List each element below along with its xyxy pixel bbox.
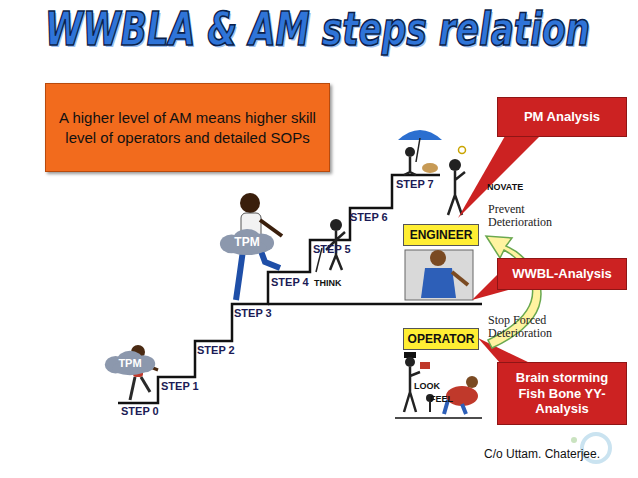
text-label: STEP 7: [396, 178, 446, 190]
text-label: Stop Forced Deterioration: [488, 314, 560, 340]
umbrella-handle: [416, 138, 420, 162]
leg: [130, 377, 135, 400]
operator-figures: [404, 352, 478, 414]
dog: [422, 163, 438, 173]
text-label: FEEL: [430, 395, 470, 405]
engineer-figure: [405, 250, 473, 300]
logo-dot: [571, 437, 577, 443]
callout-box: Brain storming Fish Bone YY-Analysis: [497, 362, 627, 425]
cloud-puff: [117, 351, 142, 368]
node-text: Brain storming Fish Bone YY-Analysis: [504, 370, 620, 417]
head: [240, 193, 260, 213]
machine: [405, 250, 473, 300]
body: [421, 268, 456, 298]
tpm-cloud: TPM: [103, 350, 157, 376]
text-label: C/o Uttam. Chaterjee.: [484, 448, 624, 461]
head: [330, 219, 342, 231]
head: [449, 159, 461, 171]
leg: [141, 377, 150, 392]
bulb: [459, 147, 466, 154]
note-box: A higher level of AM means higher skill …: [45, 83, 330, 172]
head: [405, 147, 415, 157]
stick-body: [404, 157, 416, 175]
callout-box: WWBL-Analysis: [497, 258, 627, 290]
text-label: STEP 4: [271, 276, 321, 288]
arm: [452, 272, 468, 285]
text-label: STEP 2: [197, 344, 247, 356]
platform-line: [268, 303, 482, 306]
head: [405, 357, 415, 367]
text-label: LOOK: [414, 382, 454, 392]
flag: [420, 362, 430, 369]
tpm-cloud: TPM: [218, 228, 276, 256]
node-text: ENGINEER: [410, 228, 473, 242]
staircase: [118, 175, 482, 418]
stair-line: [118, 175, 440, 403]
head: [466, 376, 478, 388]
callout-box: PM Analysis: [497, 97, 627, 137]
role-box: ENGINEER: [403, 224, 479, 246]
head: [430, 250, 446, 266]
text-label: STEP 6: [350, 211, 400, 223]
text-label: STEP 5: [313, 243, 363, 255]
node-text: WWBL-Analysis: [512, 266, 612, 282]
node-text: TPM: [234, 235, 259, 249]
floor-line: [395, 417, 482, 419]
text-label: Prevent Deterioration: [488, 203, 560, 229]
text-label: STEP 1: [161, 380, 211, 392]
text-label: STEP 0: [121, 405, 171, 417]
node-text: A higher level of AM means higher skill …: [54, 108, 321, 147]
text-label: NOVATE: [487, 183, 527, 193]
node-text: TPM: [118, 357, 141, 369]
umbrella-figure: [398, 130, 442, 175]
arm: [260, 220, 282, 236]
innovator-figure: [448, 147, 466, 216]
title-text: WWBLA & AM steps relation: [45, 2, 590, 56]
stick-body: [448, 171, 465, 215]
text-label: STEP 3: [234, 307, 284, 319]
text-label: THINK: [314, 279, 354, 289]
node-text: PM Analysis: [524, 109, 600, 125]
node-text: OPERATOR: [408, 332, 475, 346]
role-box: OPERATOR: [403, 328, 479, 350]
